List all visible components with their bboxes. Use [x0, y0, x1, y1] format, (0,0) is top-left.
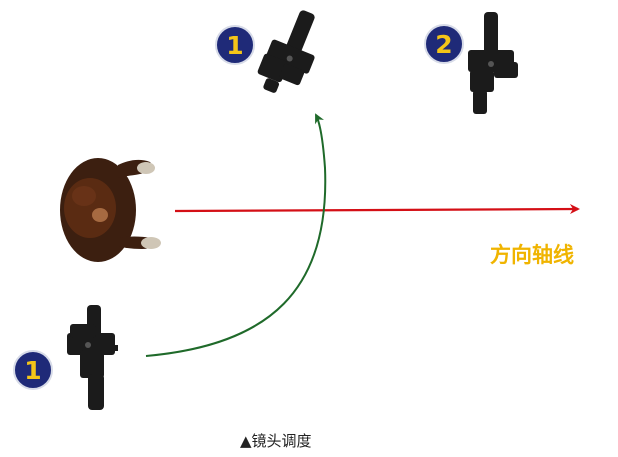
figure-caption: ▲镜头调度 [240, 432, 312, 450]
person-top-view [60, 158, 161, 262]
camera-icon-bottom-left [67, 305, 118, 410]
camera-icon-top-right [468, 12, 518, 114]
position-badge-bottom-left: 1 [13, 350, 53, 390]
svg-text:1: 1 [226, 31, 243, 60]
svg-text:1: 1 [24, 356, 41, 385]
direction-axis-line [174, 204, 580, 215]
position-badge-top-right: 2 [424, 24, 464, 64]
svg-text:2: 2 [435, 30, 452, 59]
direction-axis-label: 方向轴线 [490, 243, 574, 267]
camera-icon-top-middle [257, 10, 315, 93]
camera-move-arc [145, 113, 327, 357]
position-badge-top-middle: 1 [215, 25, 255, 65]
